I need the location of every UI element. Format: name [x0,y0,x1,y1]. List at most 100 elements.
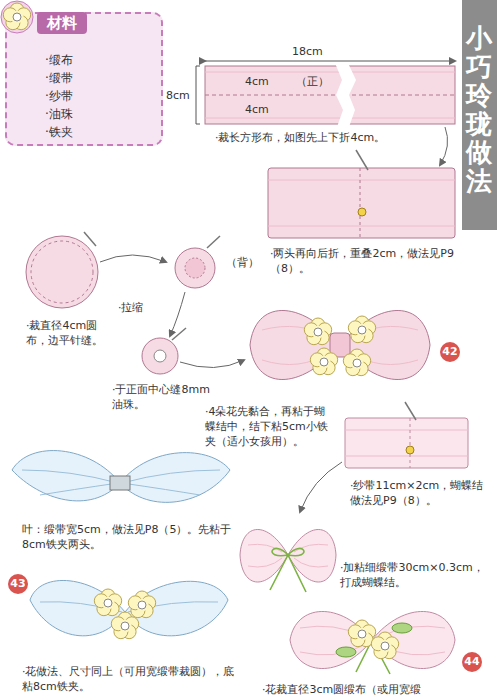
flower-icon [0,0,36,36]
step-arrow [180,360,244,368]
note-text: 4cm [245,102,269,117]
drawing-part [356,150,368,170]
drawing-part [205,66,455,124]
drawing-part [205,72,455,73]
step-arrow [100,255,166,262]
step-arrow [440,127,448,165]
fabric-rectangle [196,61,455,127]
drawing-part [31,241,93,303]
drawing-part [358,208,366,216]
drawing-part [340,310,430,379]
drawing-part [172,328,186,340]
note-text: ·4朵花先黏合，再粘于蝴蝶结中，结下粘5cm小铁夹（适小女孩用）。 [205,404,335,449]
drawing-part [371,632,398,659]
drawing-part [142,338,178,374]
drawing-part [336,647,356,657]
note-text: ·花做法、尺寸同上（可用宽缎带裁圆），底粘8cm铁夹。 [22,664,242,694]
drawing-part [12,451,120,501]
bow-42 [250,310,430,379]
bow-44 [290,611,455,674]
drawing-part [360,168,361,238]
drawing-part [268,180,455,181]
drawing-part [111,612,138,639]
material-item: ·铁夹 [45,124,73,140]
note-text: ·裁直径4cm圆布，边平针缝。 [26,318,118,348]
drawing-part [310,348,337,375]
materials-box: 材料 ·缎布 ·缎带 ·纱带 ·油珠 ·铁夹 [5,12,163,146]
callout-number: 43 [8,574,28,594]
callout-text: 43 [10,577,25,590]
drawing-part [250,310,340,379]
drawing-part [30,580,125,635]
drawing-part [205,118,455,119]
note-text: ·两头再向后折，重叠2cm，做法见P9（8）。 [270,246,460,276]
drawing-part [207,236,220,248]
drawing-part [268,168,455,238]
drawing-part [128,591,155,618]
note-text: ·裁长方形布，如图先上下折4cm。 [215,130,445,145]
note-text: ·拉缩 [118,300,144,315]
drawing-part [268,226,455,227]
step-arrow [300,462,342,512]
drawing-part [110,476,130,490]
material-item: ·纱带 [45,88,73,104]
material-item: ·缎带 [45,70,73,86]
materials-tab: 材料 [37,12,87,34]
ribbon-bow [240,529,336,592]
note-text: （正） [296,74,329,89]
drawing-part [154,350,166,362]
drawing-part [175,248,215,288]
drawing-part [406,446,414,454]
drawing-part [120,453,230,503]
drawing-part [205,95,455,96]
drawing-part [270,548,306,592]
drawing-part [345,456,468,457]
drawing-part [335,63,356,127]
drawing-part [84,232,96,246]
drawing-part [348,316,375,343]
material-item: ·油珠 [45,106,73,122]
note-text: 叶：缎带宽5cm，做法见P8（5）。先粘于8cm铁夹两头。 [22,522,232,552]
sash-band [345,402,468,468]
drawing-part [345,418,468,468]
callout-number: 44 [462,652,482,672]
callout-text: 44 [464,655,479,668]
material-item: ·缎布 [45,52,73,68]
note-text: （背） [226,255,259,270]
drawing-part [372,611,455,668]
drawing-part [262,326,418,364]
drawing-part [410,418,411,468]
drawing-part [345,430,468,431]
drawing-part [22,470,220,495]
leaf-bow-43 [30,580,228,638]
vertical-title: 小巧玲珑做法 [466,24,492,196]
drawing-part [185,258,205,278]
step-arrow [170,292,185,336]
leaf-bow [12,451,230,503]
drawing-part [125,581,228,636]
gathered-circle [175,236,220,288]
callout-number: 42 [440,342,460,362]
note-text: ·花裁直径3cm圆缎布（或用宽缎 [262,682,421,697]
drawing-part [304,318,331,345]
flower-with-bead [142,328,186,374]
drawing-part [26,236,98,308]
note-text: ·于正面中心缝8mm油珠。 [112,382,212,412]
folded-band [268,150,455,238]
note-text: 8cm [166,88,190,103]
drawing-part [405,402,416,420]
drawing-part [1,1,33,33]
drawing-part [205,61,455,62]
drawing-part [392,623,412,633]
note-text: ·加粘细缎带30cm×0.3cm，打成蝴蝶结。 [340,560,485,590]
circle-fabric [26,232,98,308]
note-text: 4cm [245,74,269,89]
title-band [462,0,497,230]
drawing-part [94,589,121,616]
drawing-part [196,66,200,124]
note-text: ·纱带11cm×2cm，蝴蝶结做法见P9（8）。 [350,478,485,508]
drawing-part [343,349,370,376]
drawing-part [3,3,30,30]
note-text: 18cm [292,44,323,59]
